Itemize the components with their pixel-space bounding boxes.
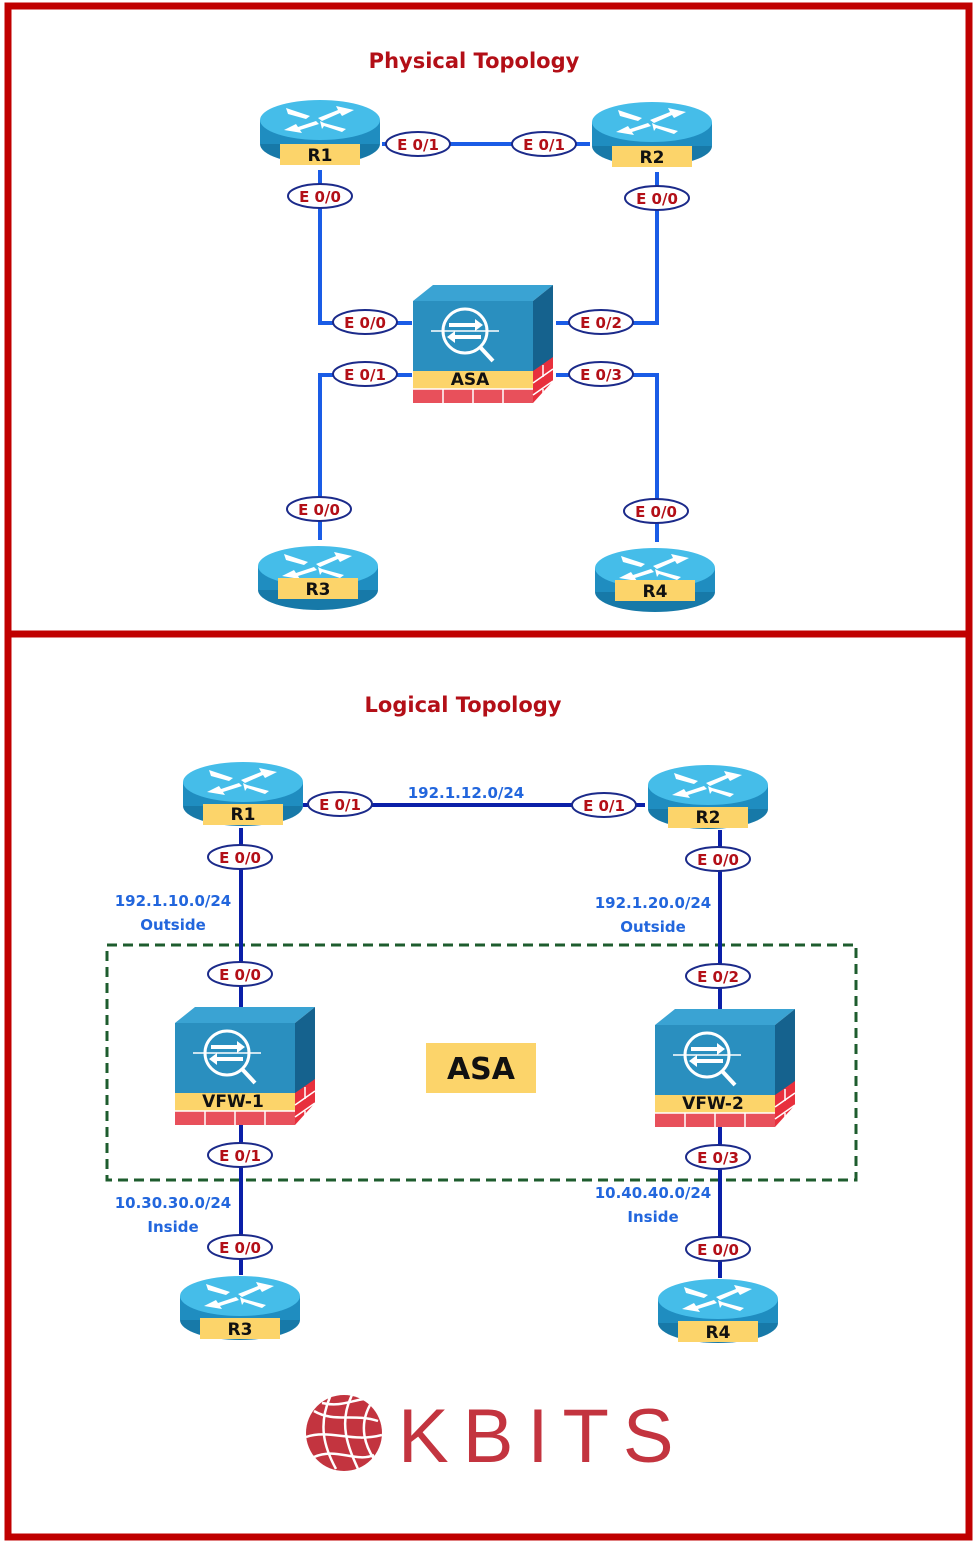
svg-text:E 0/1: E 0/1	[219, 1147, 261, 1165]
zone-r2-vfw2: Outside	[620, 918, 686, 936]
svg-text:E 0/0: E 0/0	[219, 966, 261, 984]
port-badge: E 0/0	[624, 185, 690, 211]
logical-title: Logical Topology	[365, 693, 562, 717]
port-badge: E 0/1	[571, 792, 637, 818]
device-asa: ASA	[451, 370, 490, 390]
svg-text:E 0/2: E 0/2	[697, 968, 739, 986]
port-badge: E 0/0	[207, 961, 273, 987]
port-badge: E 0/3	[568, 361, 634, 387]
device-r1: R1	[308, 146, 333, 166]
svg-text:E 0/1: E 0/1	[397, 136, 439, 154]
device-r1: R1	[231, 805, 256, 825]
port-badge: E 0/0	[286, 496, 352, 522]
device-r2: R2	[696, 808, 721, 828]
svg-text:E 0/0: E 0/0	[298, 501, 340, 519]
svg-text:E 0/1: E 0/1	[523, 136, 565, 154]
device-label-bg	[615, 580, 695, 601]
port-badge: E 0/2	[568, 309, 634, 335]
port-badge: E 0/0	[332, 309, 398, 335]
zone-vfw2-r4: Inside	[627, 1208, 678, 1226]
port-badge: E 0/1	[207, 1142, 273, 1168]
device-r2: R2	[640, 148, 665, 168]
svg-text:E 0/0: E 0/0	[697, 851, 739, 869]
network-r2-vfw2: 192.1.20.0/24	[595, 894, 712, 912]
svg-text:E 0/0: E 0/0	[635, 503, 677, 521]
asa-label: ASA	[447, 1052, 516, 1087]
port-badge: E 0/1	[307, 791, 373, 817]
logical-frame	[4, 630, 973, 1541]
device-r3: R3	[228, 1320, 253, 1340]
device-r3: R3	[306, 580, 331, 600]
device-label-bg	[612, 146, 692, 167]
port-badge: E 0/0	[287, 183, 353, 209]
svg-text:E 0/3: E 0/3	[580, 366, 622, 384]
device-label-bg	[668, 807, 748, 828]
device-label-bg	[678, 1321, 758, 1342]
svg-text:E 0/1: E 0/1	[319, 796, 361, 814]
network-r1-vfw1: 192.1.10.0/24	[115, 892, 232, 910]
svg-text:E 0/1: E 0/1	[583, 797, 625, 815]
device-vfw1: VFW-1	[202, 1092, 264, 1112]
port-badge: E 0/1	[511, 131, 577, 157]
asa-label-bg	[426, 1043, 536, 1093]
port-badge: E 0/0	[685, 1236, 751, 1262]
port-badge: E 0/1	[332, 361, 398, 387]
svg-text:E 0/0: E 0/0	[344, 314, 386, 332]
device-r4: R4	[643, 582, 668, 602]
zone-r1-vfw1: Outside	[140, 916, 206, 934]
physical-title: Physical Topology	[369, 49, 580, 73]
port-badge: E 0/0	[207, 1234, 273, 1260]
device-vfw2: VFW-2	[682, 1094, 744, 1114]
asa-context-box	[105, 943, 858, 1182]
zone-vfw1-r3: Inside	[147, 1218, 198, 1236]
svg-text:E 0/0: E 0/0	[636, 190, 678, 208]
svg-text:E 0/3: E 0/3	[697, 1149, 739, 1167]
port-badge: E 0/3	[685, 1144, 751, 1170]
network-vfw2-r4: 10.40.40.0/24	[595, 1184, 712, 1202]
device-label-bg	[280, 144, 360, 165]
port-badge: E 0/0	[207, 844, 273, 870]
kbits-logo-text: KBITS	[398, 1394, 688, 1479]
port-badge: E 0/0	[623, 498, 689, 524]
network-vfw1-r3: 10.30.30.0/24	[115, 1194, 232, 1212]
port-badge: E 0/2	[685, 963, 751, 989]
device-label-bg	[203, 804, 283, 825]
port-badge: E 0/1	[385, 131, 451, 157]
network-r1-r2: 192.1.12.0/24	[408, 784, 525, 802]
svg-text:E 0/0: E 0/0	[299, 188, 341, 206]
svg-text:E 0/0: E 0/0	[219, 849, 261, 867]
svg-text:E 0/2: E 0/2	[580, 314, 622, 332]
port-badge: E 0/0	[685, 846, 751, 872]
device-label-bg	[200, 1318, 280, 1339]
svg-text:E 0/0: E 0/0	[697, 1241, 739, 1259]
device-label-bg	[278, 578, 358, 599]
kbits-globe-icon	[305, 1394, 383, 1471]
device-r4: R4	[706, 1323, 731, 1343]
svg-text:E 0/1: E 0/1	[344, 366, 386, 384]
svg-text:E 0/0: E 0/0	[219, 1239, 261, 1257]
